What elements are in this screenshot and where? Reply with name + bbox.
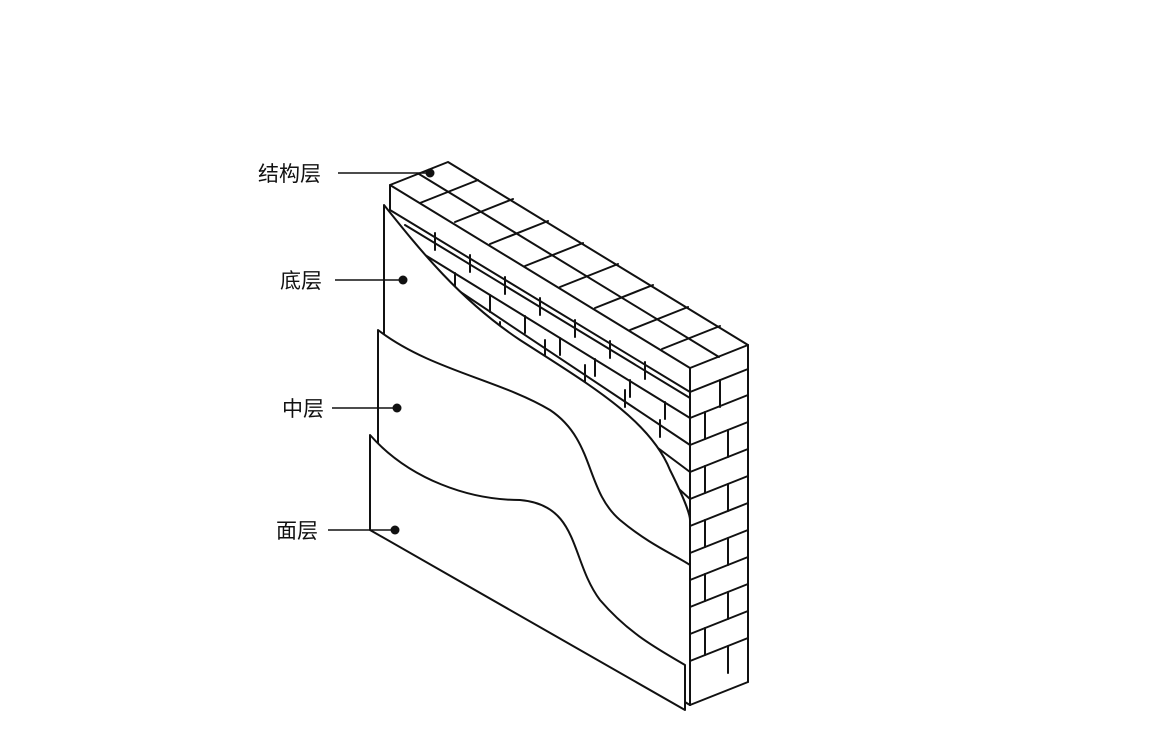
leader-surface-layer — [328, 525, 400, 535]
surface-layer-panel — [369, 434, 686, 711]
leader-base-layer — [335, 275, 408, 285]
label-surface-layer: 面层 — [276, 519, 318, 543]
leader-structure-layer — [338, 168, 435, 178]
label-base-layer: 底层 — [280, 269, 322, 293]
label-middle-layer: 中层 — [282, 397, 324, 421]
leader-middle-layer — [332, 403, 402, 413]
label-structure-layer: 结构层 — [258, 162, 321, 186]
